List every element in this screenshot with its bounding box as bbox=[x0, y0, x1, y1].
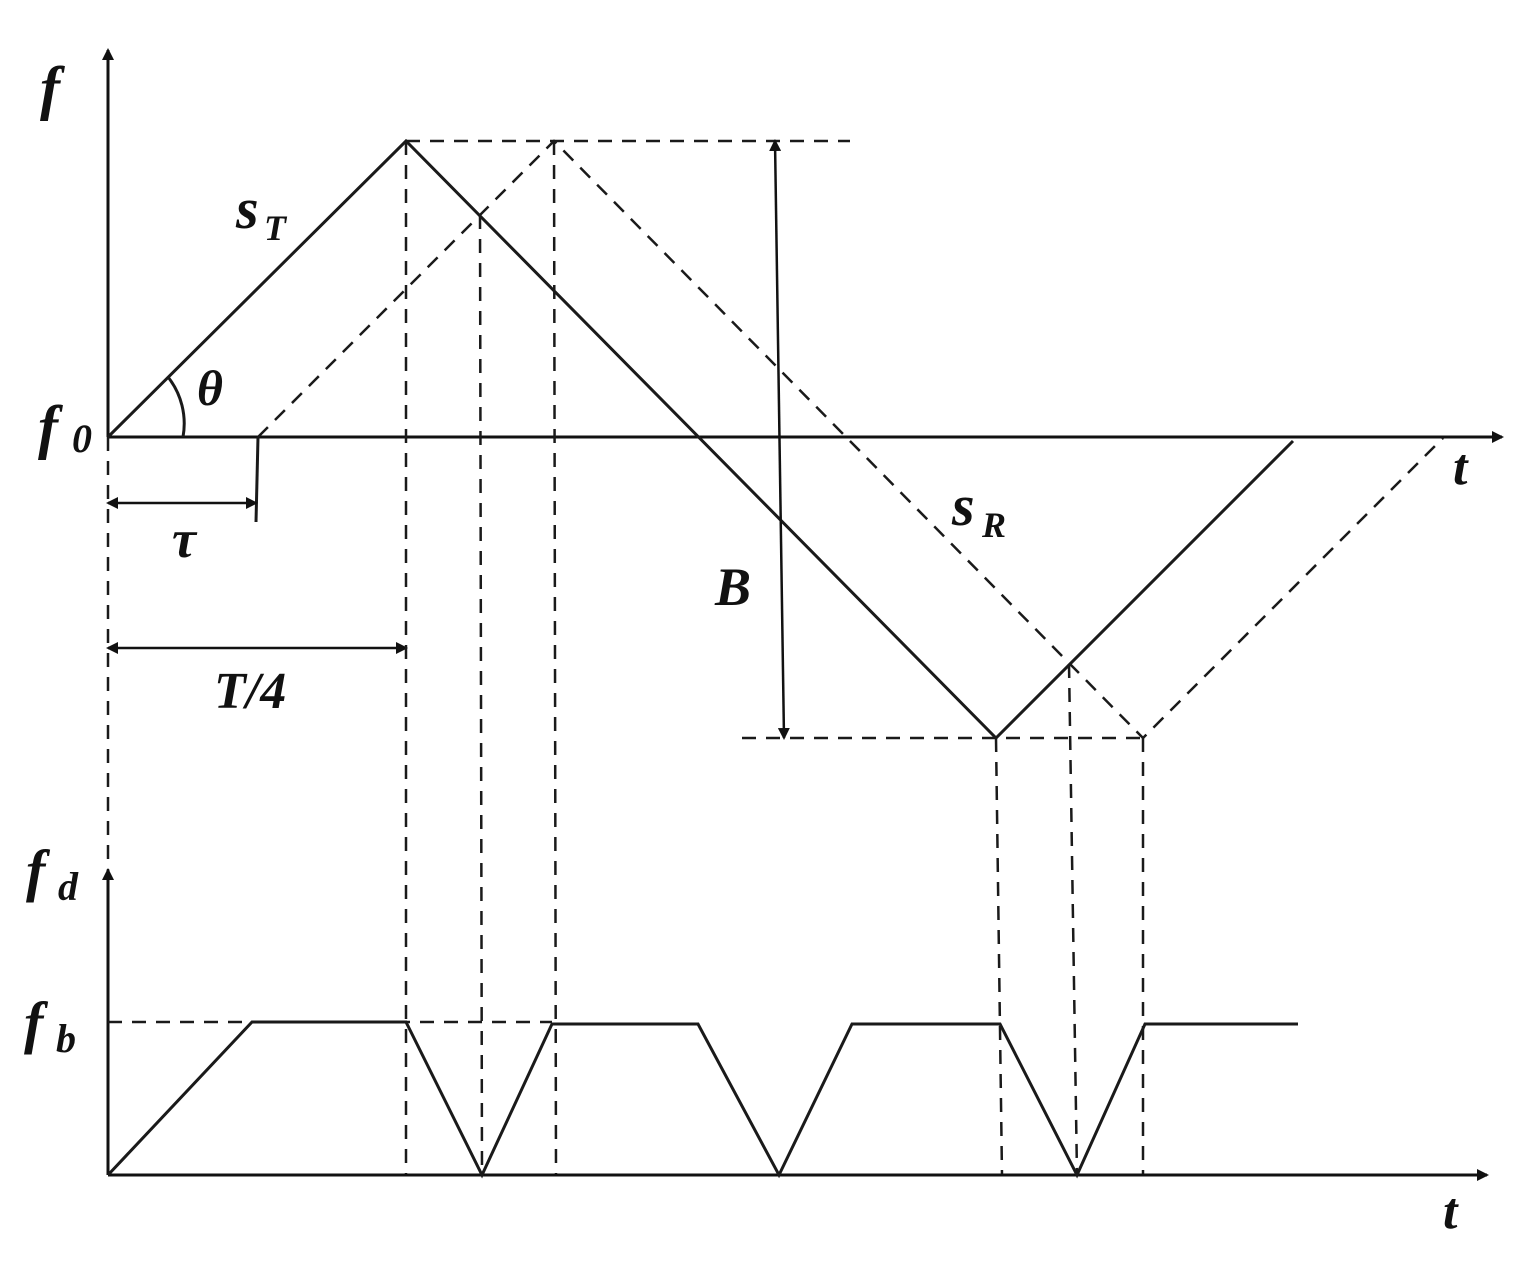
label-f-axis: f bbox=[40, 55, 65, 121]
label-fb-subscript: b bbox=[56, 1016, 76, 1061]
label-fb: f bbox=[24, 990, 49, 1055]
label-bandwidth: B bbox=[714, 557, 751, 617]
label-fd-subscript: d bbox=[58, 864, 79, 909]
label-theta: θ bbox=[197, 360, 223, 416]
label-f0: f bbox=[38, 394, 63, 460]
label-sR: s bbox=[951, 473, 975, 538]
label-quarter-period: T/4 bbox=[214, 663, 286, 720]
projection-line-trough-sT bbox=[994, 737, 1004, 1176]
transmitted-signal-sT bbox=[106, 138, 1295, 741]
beat-frequency-trace bbox=[106, 1020, 1298, 1179]
label-t-lower: t bbox=[1443, 1183, 1459, 1240]
tau-marker-line bbox=[254, 436, 260, 523]
label-sT: s bbox=[235, 176, 259, 241]
label-fd: f bbox=[26, 838, 51, 903]
label-f0-subscript: 0 bbox=[72, 416, 92, 461]
projection-line-crossing-1 bbox=[478, 214, 484, 1176]
label-sR-subscript: R bbox=[981, 505, 1006, 545]
received-signal-sR bbox=[257, 139, 1444, 740]
label-tau: τ bbox=[172, 509, 198, 569]
bandwidth-arrow bbox=[769, 139, 790, 740]
projection-line-crossing-2 bbox=[1067, 663, 1079, 1176]
label-sT-subscript: T bbox=[264, 208, 288, 248]
theta-angle-arc bbox=[166, 376, 186, 438]
projection-line-peak-sR bbox=[552, 140, 558, 1176]
label-t-upper: t bbox=[1453, 439, 1469, 496]
